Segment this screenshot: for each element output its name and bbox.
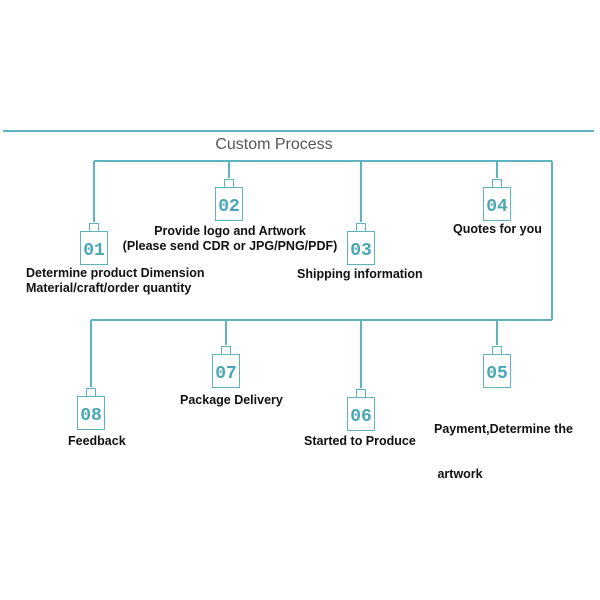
step-02-line-2: (Please send CDR or JPG/PNG/PDF) bbox=[122, 239, 338, 253]
step-05-number: 05 bbox=[486, 364, 508, 384]
tag-hook bbox=[492, 179, 502, 188]
step-07-line-1: Package Delivery bbox=[180, 393, 283, 407]
step-07-number: 07 bbox=[215, 364, 237, 384]
step-02-number: 02 bbox=[218, 197, 240, 217]
tag-hook bbox=[356, 389, 366, 398]
step-01-number: 01 bbox=[83, 241, 105, 261]
step-07-tag: 07 bbox=[212, 346, 240, 388]
step-06-label: Started to Produce bbox=[304, 434, 416, 449]
step-08-label: Feedback bbox=[68, 434, 126, 449]
step-05-label: Payment,Determine the artwork bbox=[434, 392, 573, 497]
step-08-tag: 08 bbox=[77, 388, 105, 430]
step-02-line-1: Provide logo and Artwork bbox=[154, 224, 306, 238]
step-02-tag: 02 bbox=[215, 179, 243, 221]
step-04-tag: 04 bbox=[483, 179, 511, 221]
step-04-line-1: Quotes for you bbox=[453, 222, 542, 236]
tag-hook bbox=[224, 179, 234, 188]
step-01-line-2: Material/craft/order quantity bbox=[26, 281, 192, 295]
step-06-number: 06 bbox=[350, 407, 372, 427]
step-08-number: 08 bbox=[80, 406, 102, 426]
step-03-line-1: Shipping information bbox=[297, 267, 423, 281]
step-03-tag: 03 bbox=[347, 223, 375, 265]
step-01-label: Determine product Dimension Material/cra… bbox=[26, 266, 205, 296]
step-03-number: 03 bbox=[350, 241, 372, 261]
step-03-label: Shipping information bbox=[297, 267, 423, 282]
step-01-line-1: Determine product Dimension bbox=[26, 266, 205, 280]
tag-hook bbox=[89, 223, 99, 232]
step-05-line-1: Payment,Determine the bbox=[434, 422, 573, 436]
tag-hook bbox=[86, 388, 96, 397]
step-04-number: 04 bbox=[486, 197, 508, 217]
step-01-tag: 01 bbox=[80, 223, 108, 265]
tag-hook bbox=[356, 223, 366, 232]
step-04-label: Quotes for you bbox=[453, 222, 542, 237]
step-02-label: Provide logo and Artwork (Please send CD… bbox=[120, 224, 340, 254]
step-08-line-1: Feedback bbox=[68, 434, 126, 448]
step-07-label: Package Delivery bbox=[180, 393, 283, 408]
tag-hook bbox=[221, 346, 231, 355]
step-05-line-2: artwork bbox=[434, 467, 483, 481]
diagram-title: Custom Process bbox=[170, 136, 378, 154]
step-05-tag: 05 bbox=[483, 346, 511, 388]
tag-hook bbox=[492, 346, 502, 355]
step-06-line-1: Started to Produce bbox=[304, 434, 416, 448]
step-06-tag: 06 bbox=[347, 389, 375, 431]
